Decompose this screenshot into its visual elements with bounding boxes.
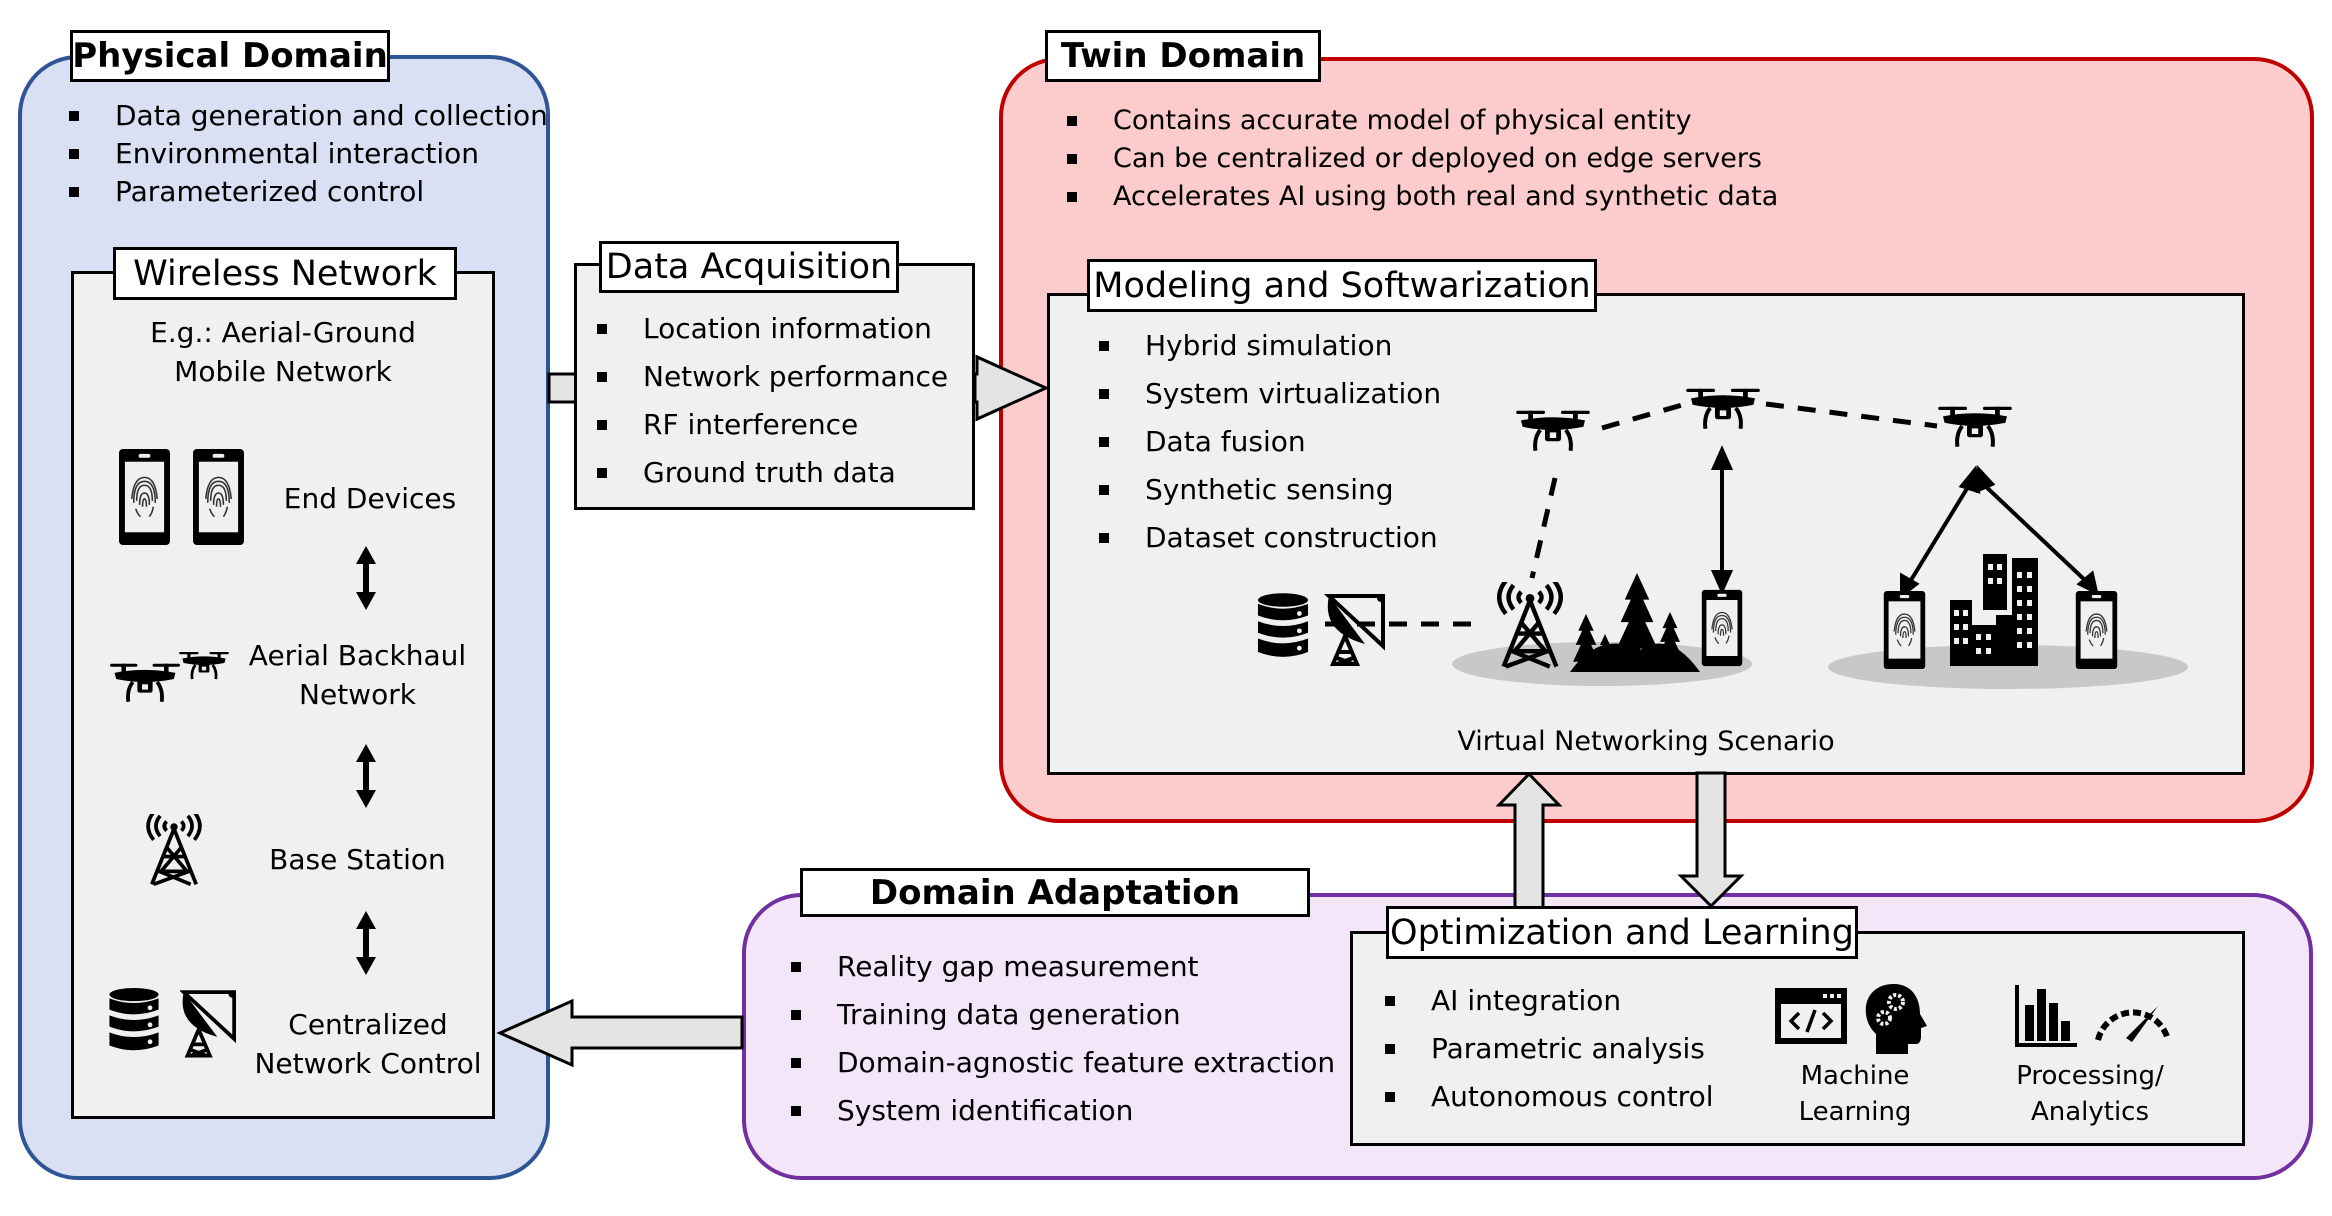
optimization-bullets: AI integration Parametric analysis Auton…	[1385, 977, 1714, 1121]
tree-icon	[1573, 614, 1599, 670]
bullet-item: AI integration	[1385, 977, 1714, 1025]
label-line: Learning	[1798, 1097, 1912, 1127]
bullet-item: Training data generation	[791, 991, 1335, 1039]
upward-arrow	[1495, 771, 1563, 910]
solid-links	[1710, 445, 2099, 600]
label-line: Processing/	[2016, 1061, 2164, 1091]
centralized-control-label: Centralized Network Control	[248, 1005, 488, 1083]
bullet-item: Ground truth data	[597, 449, 948, 497]
bullet-item: Synthetic sensing	[1099, 466, 1441, 514]
processing-analytics-label: Processing/ Analytics	[2005, 1058, 2175, 1130]
modeling-bullets: Hybrid simulation System virtualization …	[1099, 322, 1441, 562]
brain-gears-head-icon	[1865, 984, 1927, 1054]
bullet-item: Environmental interaction	[69, 135, 548, 173]
wireless-network-subtitle: E.g.: Aerial-Ground Mobile Network	[71, 313, 495, 391]
domain-adaptation-bullets: Reality gap measurement Training data ge…	[791, 943, 1335, 1135]
drone-icon	[108, 661, 182, 704]
bullet-item: Data generation and collection	[69, 97, 548, 135]
bullet-item: Parameterized control	[69, 173, 548, 211]
drone-icon	[1514, 408, 1592, 453]
modeling-softwarization-title: Modeling and Softwarization	[1087, 259, 1597, 312]
end-devices-label: End Devices	[283, 482, 457, 515]
bullet-item: Reality gap measurement	[791, 943, 1335, 991]
subtitle-line: Mobile Network	[174, 355, 392, 388]
smartphone-fingerprint-icon	[192, 448, 245, 546]
smartphone-fingerprint-icon	[1883, 590, 1926, 670]
optimization-learning-title: Optimization and Learning	[1386, 906, 1858, 959]
wireless-network-box	[71, 271, 495, 1119]
drone-icon	[177, 650, 231, 681]
subtitle-line: E.g.: Aerial-Ground	[150, 316, 416, 349]
bidirectional-arrow-icon	[356, 911, 376, 975]
data-acquisition-title: Data Acquisition	[599, 241, 899, 293]
bullet-item: RF interference	[597, 401, 948, 449]
smartphone-fingerprint-icon	[1701, 589, 1743, 667]
label-line: Network	[299, 678, 416, 711]
bullet-item: System identification	[791, 1087, 1335, 1135]
code-window-icon	[1775, 988, 1847, 1044]
domain-adaptation-title: Domain Adaptation	[800, 868, 1310, 917]
satellite-dish-icon	[180, 988, 236, 1058]
downward-arrow	[1677, 771, 1745, 909]
database-icon	[1257, 593, 1309, 657]
data-acquisition-bullets: Location information Network performance…	[597, 305, 948, 497]
aerial-backhaul-label: Aerial Backhaul Network	[240, 636, 475, 714]
twin-domain-title: Twin Domain	[1045, 30, 1321, 82]
smartphone-fingerprint-icon	[2075, 590, 2118, 670]
database-icon	[109, 987, 159, 1051]
twin-domain-bullets: Contains accurate model of physical enti…	[1067, 102, 1778, 216]
bullet-item: System virtualization	[1099, 370, 1441, 418]
bullet-item: Location information	[597, 305, 948, 353]
machine-learning-label: Machine Learning	[1775, 1058, 1935, 1130]
virtual-networking-scenario	[1257, 386, 2188, 689]
bidirectional-arrow-icon	[356, 546, 376, 610]
bullet-item: Autonomous control	[1385, 1073, 1714, 1121]
city-buildings-icon	[1950, 554, 2038, 666]
bar-chart-icon	[2015, 985, 2077, 1047]
wireless-network-title: Wireless Network	[113, 247, 457, 300]
bidirectional-arrow-icon	[356, 744, 376, 808]
label-line: Aerial Backhaul	[248, 639, 467, 672]
label-line: Analytics	[2030, 1097, 2150, 1127]
physical-domain-bullets: Data generation and collection Environme…	[69, 97, 548, 211]
label-line: Network Control	[254, 1047, 482, 1080]
tree-icon	[1616, 573, 1658, 661]
data-flow-arrow-head	[973, 354, 1050, 422]
label-line: Machine	[1800, 1061, 1910, 1091]
bullet-item: Hybrid simulation	[1099, 322, 1441, 370]
dashed-links	[1325, 401, 1938, 627]
scenario-caption: Virtual Networking Scenario	[1457, 726, 1835, 757]
drone-icon	[1684, 386, 1762, 431]
bullet-item: Accelerates AI using both real and synth…	[1067, 178, 1778, 216]
drone-icon	[1936, 404, 2014, 449]
bullet-item: Network performance	[597, 353, 948, 401]
feedback-arrow-left	[496, 998, 744, 1068]
bullet-item: Domain-agnostic feature extraction	[791, 1039, 1335, 1087]
cell-tower-icon	[146, 814, 202, 887]
speedometer-gauge-icon	[2095, 1006, 2171, 1042]
bullet-item: Contains accurate model of physical enti…	[1067, 102, 1778, 140]
bullet-item: Parametric analysis	[1385, 1025, 1714, 1073]
physical-domain-title: Physical Domain	[70, 30, 390, 82]
base-station-label: Base Station	[269, 843, 446, 876]
satellite-dish-icon	[1328, 594, 1385, 664]
label-line: Centralized	[288, 1008, 448, 1041]
bullet-item: Dataset construction	[1099, 514, 1441, 562]
bullet-item: Can be centralized or deployed on edge s…	[1067, 140, 1778, 178]
tree-icon	[1657, 612, 1683, 666]
smartphone-fingerprint-icon	[118, 448, 171, 546]
bullet-item: Data fusion	[1099, 418, 1441, 466]
